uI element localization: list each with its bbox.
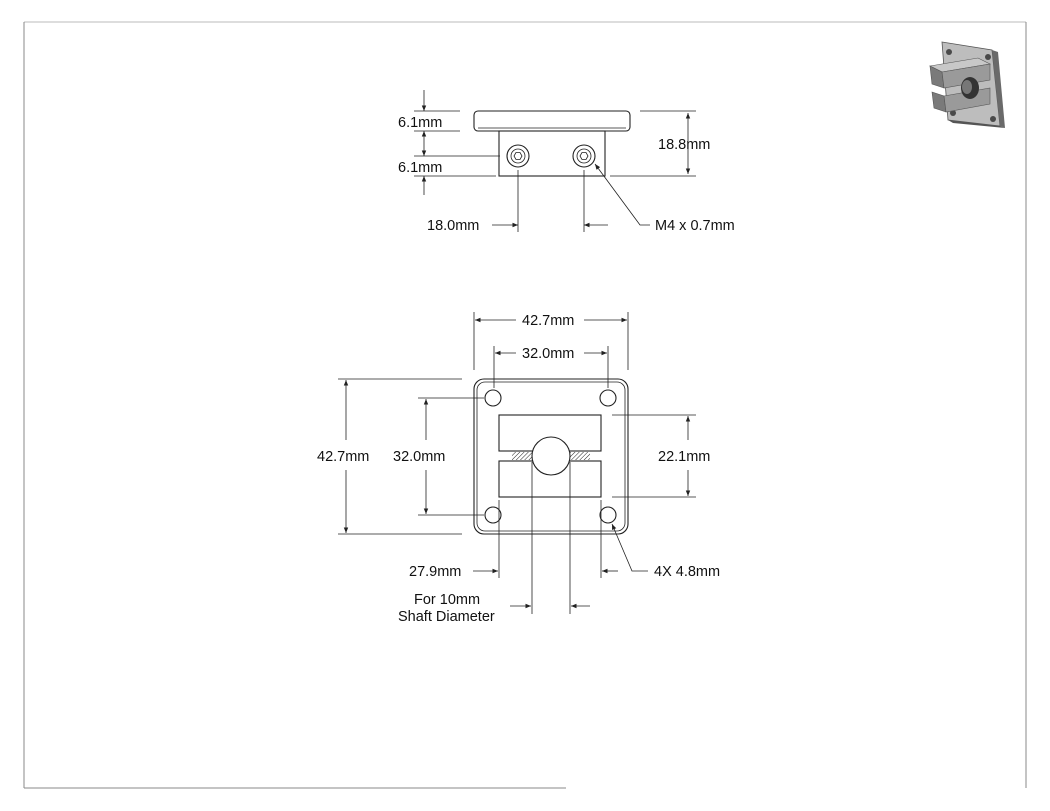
hole-spacing-y-label: 32.0mm bbox=[393, 449, 445, 465]
screw-offset-label: 6.1mm bbox=[398, 160, 442, 176]
shaft-note-line1: For 10mm bbox=[414, 592, 480, 608]
overall-height-label: 42.7mm bbox=[317, 449, 369, 465]
flange-thickness-label: 6.1mm bbox=[398, 115, 442, 131]
sheet-border bbox=[23, 21, 1027, 789]
mounting-hole-bottom-right bbox=[599, 506, 617, 524]
front-view: 6.1mm 6.1mm 18.8mm 18.0mm M4 x 0.7mm bbox=[398, 90, 735, 234]
hole-spacing-x-label: 32.0mm bbox=[522, 346, 574, 362]
overall-width-label: 42.7mm bbox=[522, 313, 574, 329]
mounting-hole-bottom-left bbox=[484, 506, 502, 524]
top-view: 42.7mm 32.0mm 42.7mm 32.0mm 22.1mm 27.9m… bbox=[317, 312, 720, 625]
hole-callout-label: 4X 4.8mm bbox=[654, 564, 720, 580]
total-height-label: 18.8mm bbox=[658, 137, 710, 153]
socket-screw-left bbox=[506, 144, 530, 168]
clamp-width-label: 27.9mm bbox=[409, 564, 461, 580]
screw-spacing-label: 18.0mm bbox=[427, 218, 479, 234]
screw-thread-label: M4 x 0.7mm bbox=[655, 218, 735, 234]
shaft-note-line2: Shaft Diameter bbox=[398, 609, 495, 625]
socket-screw-right bbox=[572, 144, 596, 168]
mounting-hole-top-right bbox=[599, 389, 617, 407]
clamp-height-label: 22.1mm bbox=[658, 449, 710, 465]
mounting-hole-top-left bbox=[484, 389, 502, 407]
shaft-bore bbox=[531, 436, 571, 476]
shaft-clamp-3d-icon bbox=[929, 41, 1005, 128]
thread-hatch-left bbox=[512, 452, 532, 460]
thread-hatch-right bbox=[570, 452, 590, 460]
